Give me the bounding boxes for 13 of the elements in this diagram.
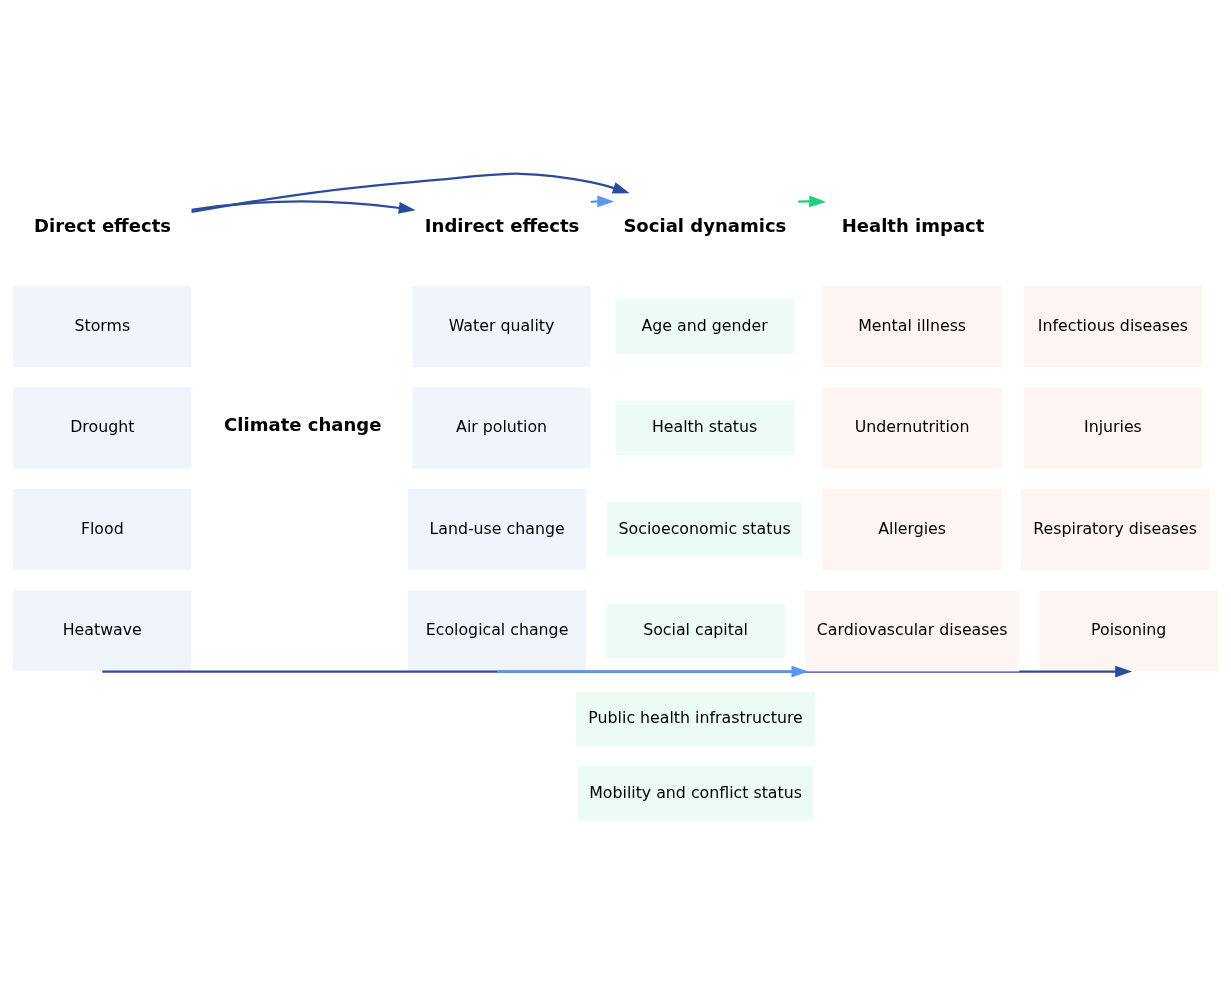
node-text: Health impact — [841, 214, 985, 236]
node-box: Poisoning — [1039, 589, 1218, 672]
node-box: Heatwave — [13, 589, 192, 672]
node-text: Social dynamics — [623, 214, 787, 236]
node-text: Indirect effects — [424, 214, 580, 236]
arrow — [798, 194, 827, 207]
node-text: Direct effects — [34, 214, 172, 236]
arrow — [191, 172, 630, 213]
node-box: Ecological change — [407, 589, 587, 672]
node-box: Cardiovascular diseases — [805, 589, 1020, 672]
arrow — [497, 665, 809, 678]
arrow — [191, 199, 416, 214]
label: Climate change — [224, 413, 382, 435]
